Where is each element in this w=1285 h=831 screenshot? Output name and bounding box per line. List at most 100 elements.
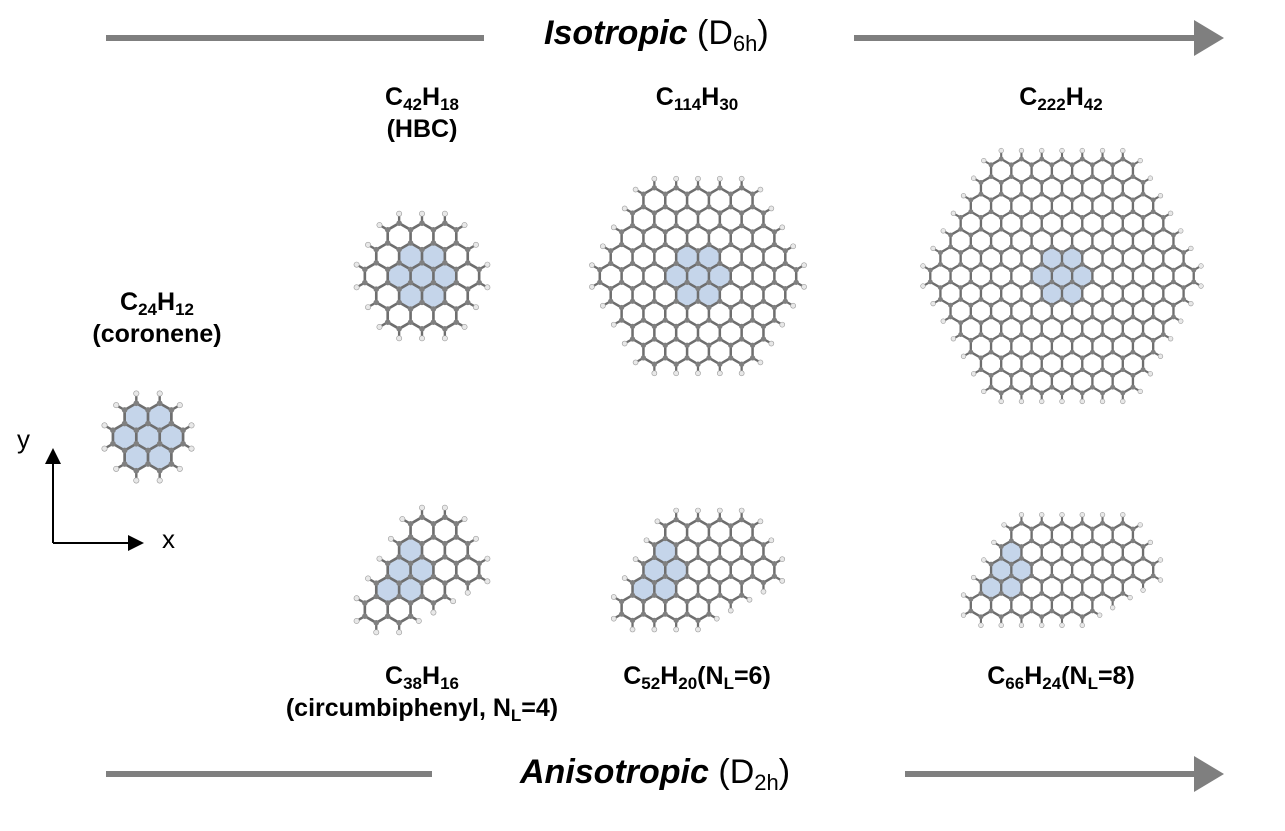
hydrogen-atom xyxy=(746,596,753,603)
highlight-ring xyxy=(388,557,410,583)
carbon-atom xyxy=(1089,372,1095,378)
carbon-atom xyxy=(407,227,414,233)
hydrogen-atom xyxy=(717,507,723,514)
carbon-atom xyxy=(1049,197,1055,203)
hydrogen-atom xyxy=(113,402,120,409)
carbon-atom xyxy=(1100,520,1105,526)
carbon-atom xyxy=(1120,156,1126,162)
highlight-ring xyxy=(148,444,171,470)
hydrogen-atom xyxy=(473,304,479,311)
carbon-atom xyxy=(430,319,437,325)
carbon-atom xyxy=(1100,320,1105,326)
hydrogen-atom xyxy=(998,398,1004,405)
highlight-ring xyxy=(113,424,136,450)
highlight-ring xyxy=(137,424,159,450)
hydrogen-atom xyxy=(1188,300,1194,307)
hydrogen-atom xyxy=(695,175,701,182)
hydrogen-atom xyxy=(101,445,108,452)
carbon-atom xyxy=(706,535,712,542)
carbon-atom xyxy=(1089,573,1095,579)
carbon-atom xyxy=(464,299,471,306)
carbon-atom xyxy=(1089,608,1095,614)
carbon-atom xyxy=(998,179,1004,185)
hydrogen-atom xyxy=(757,518,764,525)
carbon-atom xyxy=(1140,261,1146,267)
hydrogen-atom xyxy=(629,626,636,633)
carbon-atom xyxy=(1029,162,1035,168)
hydrogen-atom xyxy=(441,504,448,511)
carbon-atom xyxy=(1079,296,1085,302)
carbon-atom xyxy=(749,204,756,210)
carbon-atom xyxy=(1008,197,1014,203)
highlight-ring xyxy=(633,577,654,601)
carbon-atom xyxy=(453,560,460,567)
carbon-atom xyxy=(464,540,471,547)
c114-h-count: 30 xyxy=(719,95,739,114)
carbon-atom xyxy=(968,337,974,343)
carbon-atom xyxy=(998,296,1004,302)
carbon-atom xyxy=(629,617,636,624)
highlight-ring xyxy=(125,444,148,470)
carbon-atom xyxy=(629,222,636,229)
c38-label: C38H16 (circumbiphenyl, NL=4) xyxy=(285,662,559,725)
carbon-atom xyxy=(1089,337,1095,343)
carbon-atom xyxy=(1019,156,1024,162)
c52-nl-value: =6) xyxy=(733,662,771,690)
hydrogen-atom xyxy=(727,607,734,614)
carbon-atom xyxy=(1100,261,1105,267)
carbon-atom xyxy=(121,420,128,427)
carbon-atom xyxy=(771,561,778,567)
carbon-atom xyxy=(1008,561,1014,567)
carbon-atom xyxy=(1130,314,1136,320)
carbon-atom xyxy=(978,215,984,220)
hydrogen-atom xyxy=(430,609,437,616)
carbon-atom xyxy=(662,317,668,323)
hydrogen-atom xyxy=(1039,622,1045,628)
carbon-atom xyxy=(407,279,414,286)
hydrogen-atom xyxy=(1018,512,1025,518)
c38-molecule xyxy=(353,504,491,636)
hydrogen-atom xyxy=(632,186,639,193)
hydrogen-atom xyxy=(376,324,383,330)
carbon-atom xyxy=(1049,162,1055,168)
carbon-atom xyxy=(1160,261,1166,267)
carbon-atom xyxy=(430,279,437,286)
carbon-atom xyxy=(1110,384,1116,390)
carbon-atom xyxy=(1110,596,1116,602)
highlight-ring xyxy=(422,243,445,269)
carbon-atom xyxy=(1089,349,1095,355)
hydrogen-atom xyxy=(484,578,491,585)
carbon-atom xyxy=(1049,244,1055,250)
carbon-atom xyxy=(1150,302,1156,308)
hydrogen-atom xyxy=(1110,605,1116,611)
carbon-atom xyxy=(156,427,163,434)
c66-nl-prefix: (N xyxy=(1061,662,1088,690)
hydrogen-atom xyxy=(801,262,807,268)
carbon-atom xyxy=(1019,544,1024,550)
carbon-atom xyxy=(1079,579,1085,585)
carbon-atom xyxy=(1191,279,1197,285)
carbon-atom xyxy=(419,246,425,253)
carbon-atom xyxy=(1059,590,1065,596)
carbon-atom xyxy=(1100,579,1105,585)
hydrogen-atom xyxy=(971,371,977,377)
carbon-atom xyxy=(1029,384,1035,390)
carbon-atom xyxy=(384,600,391,606)
carbon-atom xyxy=(453,534,460,540)
carbon-atom xyxy=(373,593,380,600)
carbon-atom xyxy=(1029,232,1035,238)
carbon-atom xyxy=(728,241,734,248)
carbon-atom xyxy=(1069,538,1075,544)
carbon-atom xyxy=(1059,191,1065,197)
hbc-c-count: 42 xyxy=(403,95,422,114)
carbon-atom xyxy=(464,246,471,253)
carbon-atom xyxy=(662,611,668,617)
carbon-atom xyxy=(396,286,402,292)
carbon-atom xyxy=(133,427,140,434)
carbon-atom xyxy=(760,323,767,330)
hydrogen-atom xyxy=(1079,147,1085,154)
carbon-atom xyxy=(1039,191,1045,197)
carbon-atom xyxy=(1029,337,1035,343)
carbon-atom xyxy=(739,222,745,229)
carbon-atom xyxy=(640,241,647,248)
